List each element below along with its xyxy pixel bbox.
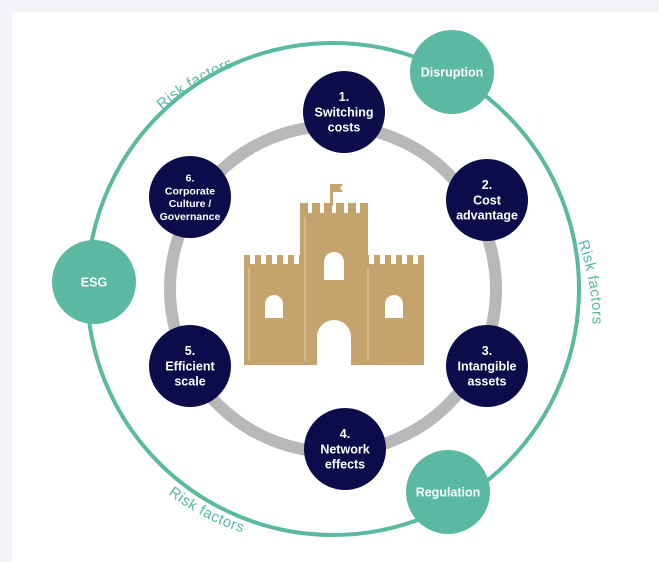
moat-diagram: Risk factors Risk factors Risk factors [52, 30, 605, 537]
risk-node-label: Regulation [416, 486, 481, 500]
moat-number: 4. [340, 427, 350, 441]
risk-node-circle [52, 240, 136, 324]
moat-node-circle [149, 325, 231, 407]
moat-node-1: 1.Switching costs [303, 71, 385, 153]
moat-nodes: 1.Switching costs 2.Cost advantage 3.Intangi… [149, 71, 528, 490]
risk-factors-label-top: Risk factors [154, 55, 236, 113]
moat-node-2: 2.Cost advantage [446, 159, 528, 241]
moat-number: 3. [482, 344, 492, 358]
moat-label-line: advantage [456, 209, 518, 223]
moat-label-line: Corporate [165, 185, 215, 197]
castle-icon [244, 184, 424, 365]
moat-label-line: assets [468, 375, 507, 389]
risk-node-label: Disruption [421, 66, 484, 80]
risk-factors-label-bottom: Risk factors [166, 484, 247, 537]
moat-node-4: 4.Network effects [304, 408, 386, 490]
risk-node-circle [410, 30, 494, 114]
moat-node-5: 5.Efficient scale [149, 325, 231, 407]
risk-node-esg: ESG [52, 240, 136, 324]
moat-node-circle [446, 159, 528, 241]
moat-label-line: costs [328, 121, 361, 135]
moat-label-line: Network [320, 442, 369, 456]
moat-label-line: Culture / [169, 198, 212, 210]
moat-number: 5. [185, 344, 195, 358]
moat-node-circle [303, 71, 385, 153]
moat-node-3: 3.Intangible assets [446, 325, 528, 407]
moat-label-line: scale [174, 375, 205, 389]
diagram-panel: Risk factors Risk factors Risk factors [12, 12, 659, 562]
moat-node-circle [446, 325, 528, 407]
moat-label-line: effects [325, 458, 365, 472]
moat-label-line: Switching [314, 105, 373, 119]
moat-label-line: Governance [160, 211, 221, 223]
moat-number: 6. [186, 172, 195, 184]
risk-node-label: ESG [81, 276, 107, 290]
moat-number: 2. [482, 178, 492, 192]
moat-node-circle [304, 408, 386, 490]
risk-node-circle [406, 450, 490, 534]
moat-label-line: Efficient [165, 359, 215, 373]
moat-label-line: Cost [473, 193, 502, 207]
moat-number: 1. [339, 90, 349, 104]
risk-node-regulation: Regulation [406, 450, 490, 534]
moat-node-circle [149, 156, 231, 238]
moat-label-line: Intangible [457, 359, 516, 373]
risk-node-disruption: Disruption [410, 30, 494, 114]
